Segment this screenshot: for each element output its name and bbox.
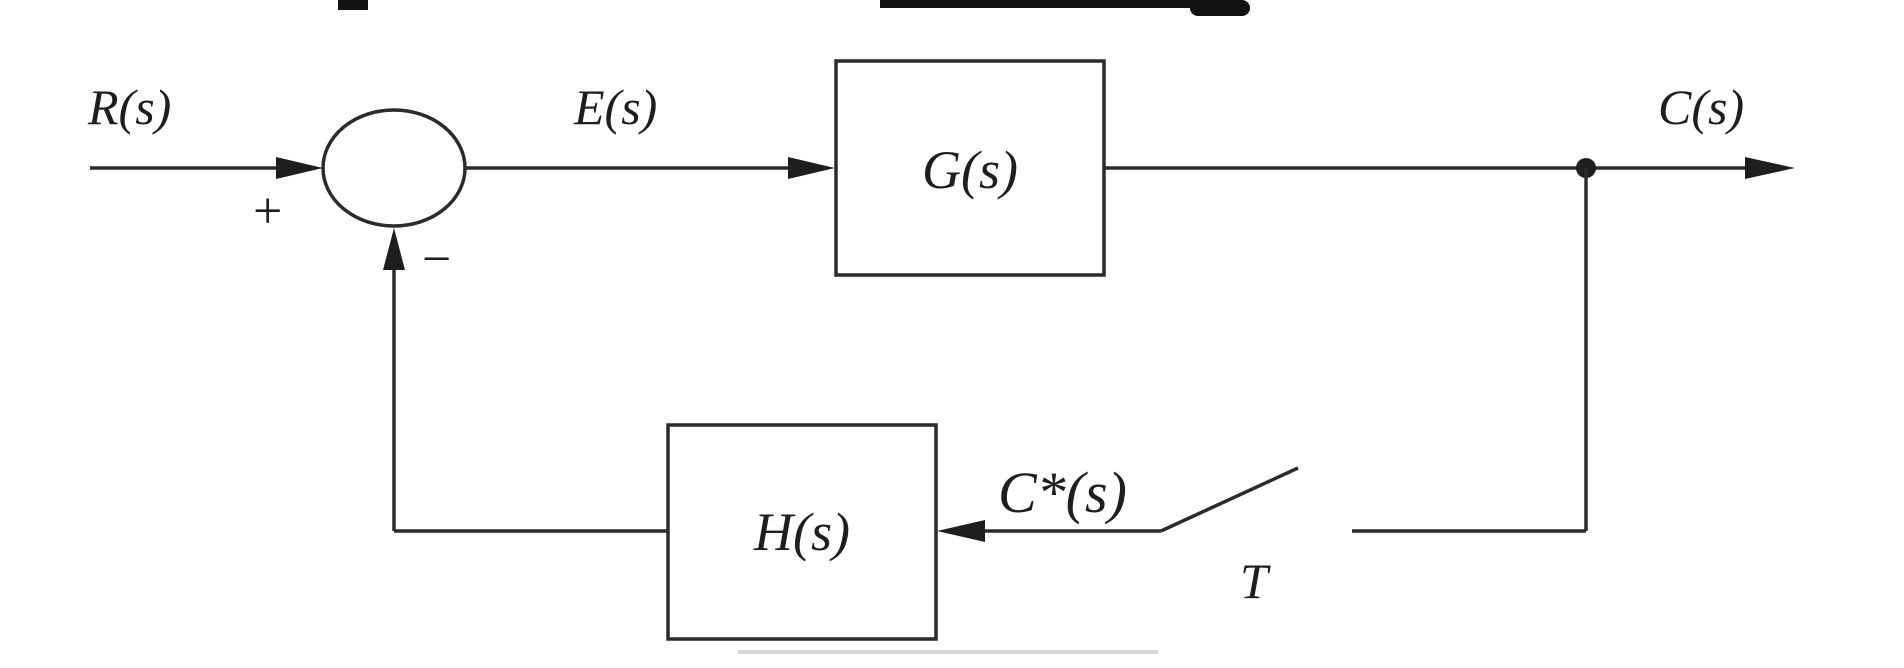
cropped-title-fragment [338, 0, 1250, 16]
output-arrowhead [1745, 157, 1795, 179]
forward-block-label: G(s) [922, 140, 1018, 200]
error-arrowhead [788, 157, 835, 179]
input-label: R(s) [87, 79, 171, 135]
error-label: E(s) [573, 79, 657, 135]
feedback-arrowhead [383, 228, 405, 270]
forward-block [834, 59, 1106, 277]
faint-caption-fragment [738, 650, 1158, 654]
output-label: C(s) [1658, 79, 1744, 135]
sampler-switch [1160, 466, 1299, 533]
feedback-block-label: H(s) [753, 502, 850, 562]
input-arrowhead [276, 157, 323, 179]
summing-junction [321, 108, 467, 228]
sampler-period-label: T [1240, 553, 1271, 609]
sampled-feedback-label: C*(s) [998, 460, 1127, 525]
feedback-block [666, 423, 938, 641]
plus-sign: + [253, 183, 282, 240]
minus-sign: − [422, 231, 451, 288]
sampled-arrowhead [937, 520, 985, 542]
